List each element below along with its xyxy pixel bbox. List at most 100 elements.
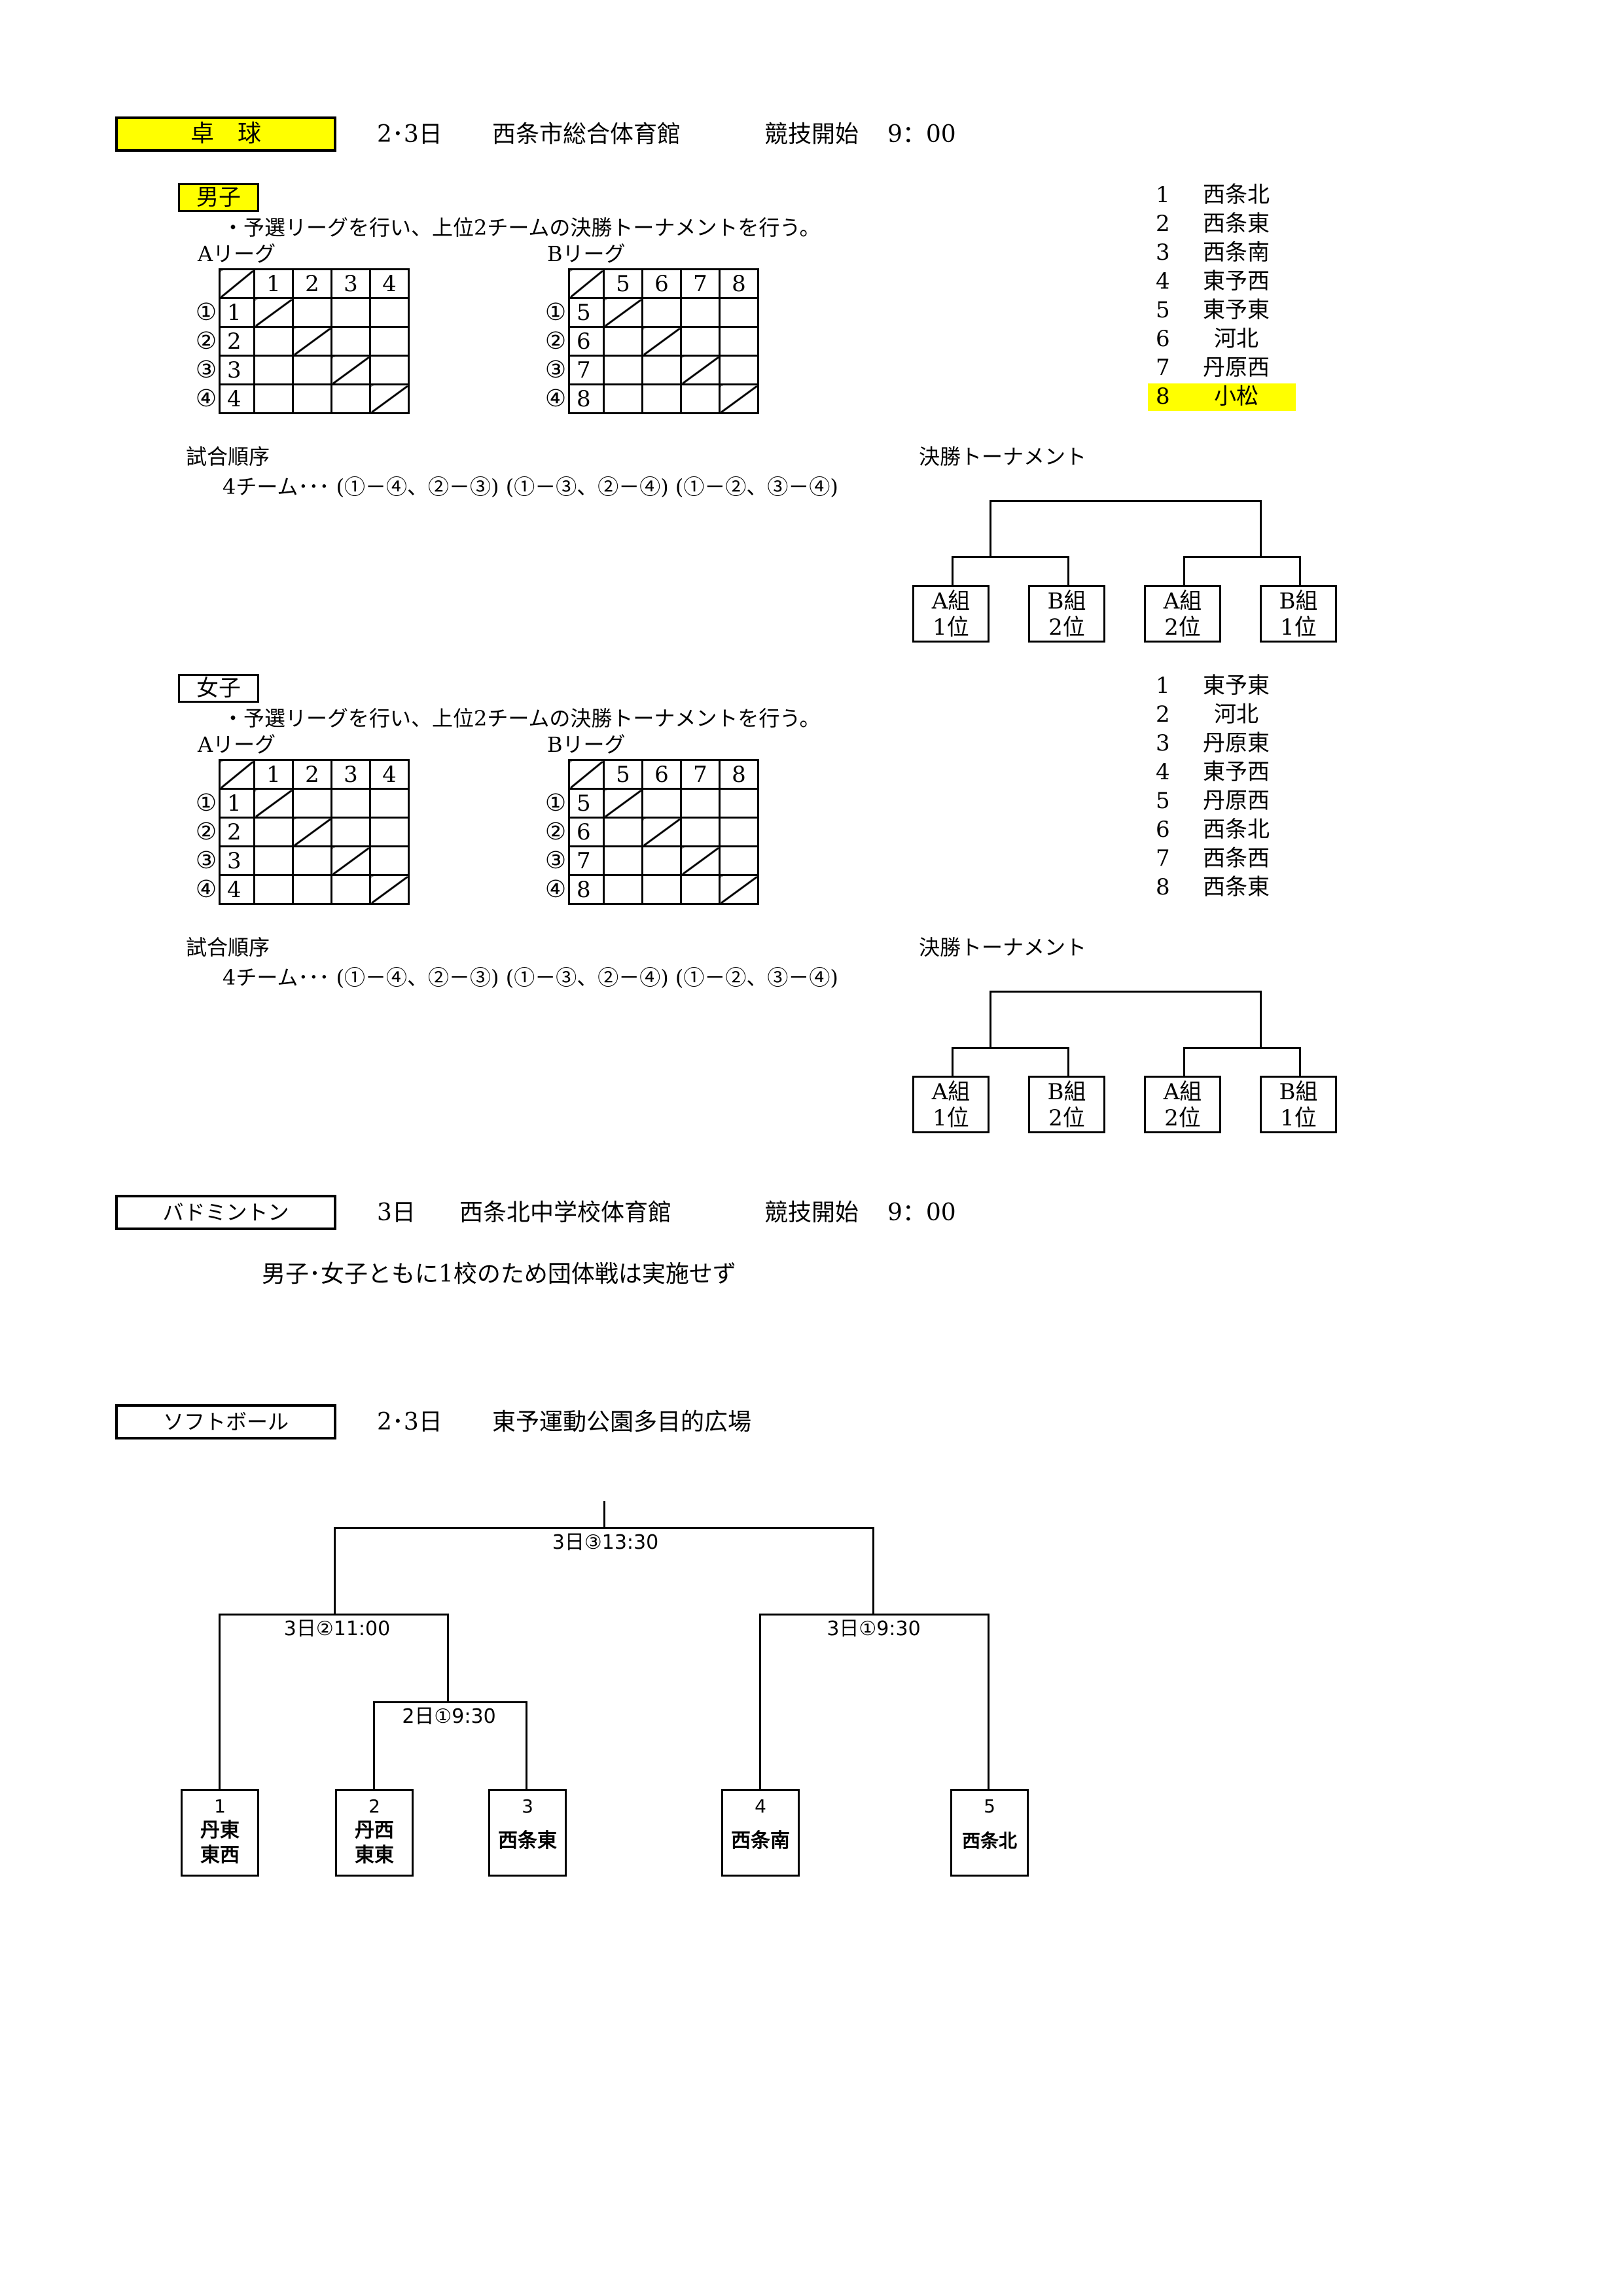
girls-tag: 女子	[178, 674, 259, 703]
sb-team-box: 4 西条南	[721, 1789, 800, 1877]
team-number: 1	[1156, 673, 1170, 699]
final-slot-rank: 2位	[1164, 614, 1201, 641]
sb-team-box: 5 西条北	[950, 1789, 1029, 1877]
column-header: 3	[330, 268, 371, 299]
team-number: 3	[1156, 239, 1170, 266]
diagonal-cell	[330, 845, 371, 876]
result-cell	[641, 355, 682, 385]
row-number-blank	[194, 270, 220, 298]
corner-cell	[219, 759, 255, 790]
diagonal-cell	[641, 326, 682, 357]
row-team-id: 1	[219, 788, 255, 819]
sb-team-name: 東西	[200, 1844, 240, 1867]
tt-venue: 西条市総合体育館	[492, 121, 681, 148]
result-cell	[330, 383, 371, 414]
row-team-id: 8	[568, 874, 605, 905]
bracket-line	[990, 991, 1262, 993]
team-name: 西条西	[1203, 845, 1270, 872]
column-header: 4	[369, 759, 410, 790]
column-header: 5	[603, 268, 643, 299]
bd-date: 3日	[377, 1199, 416, 1226]
team-number: 6	[1156, 326, 1170, 352]
diagonal-cell	[680, 845, 721, 876]
column-header: 7	[680, 268, 721, 299]
row-number: ④	[195, 875, 217, 903]
result-cell	[603, 355, 643, 385]
row-team-id: 5	[568, 297, 605, 328]
result-cell	[253, 383, 294, 414]
result-cell	[641, 874, 682, 905]
row-team-id: 3	[219, 845, 255, 876]
final-slot-group: B組	[1047, 588, 1086, 614]
result-cell	[603, 817, 643, 847]
bracket-line	[1183, 556, 1301, 558]
row-team-id: 7	[568, 355, 605, 385]
result-cell	[330, 326, 371, 357]
result-cell	[292, 383, 332, 414]
team-name: 西条東	[1203, 211, 1270, 237]
boys-note: ・予選リーグを行い、上位2チームの決勝トーナメントを行う。	[223, 215, 821, 240]
team-name: 河北	[1214, 701, 1258, 728]
final-slot-rank: 1位	[1280, 1105, 1317, 1131]
result-cell	[369, 326, 410, 357]
sb-team-box: 3 西条東	[488, 1789, 567, 1877]
girls-tag-label: 女子	[196, 675, 241, 701]
bracket-line	[1183, 1047, 1301, 1049]
sb-semi-left-label: 3日②11:00	[283, 1617, 391, 1640]
result-cell	[253, 355, 294, 385]
boys-league-b-label: Bリーグ	[547, 241, 626, 266]
column-header: 8	[719, 268, 759, 299]
row-number: ①	[544, 789, 567, 817]
team-name: 東予東	[1203, 673, 1270, 699]
bracket-line	[1299, 556, 1301, 586]
diagonal-cell	[719, 383, 759, 414]
sb-team-box: 2 丹西 東東	[335, 1789, 414, 1877]
final-slot-group: B組	[1279, 1079, 1318, 1105]
team-number: 8	[1156, 874, 1170, 900]
result-cell	[253, 326, 294, 357]
boys-final-label: 決勝トーナメント	[919, 444, 1087, 469]
result-cell	[292, 845, 332, 876]
result-cell	[369, 355, 410, 385]
sb-team-num: 2	[368, 1795, 380, 1817]
softball-header: ソフトボール	[115, 1404, 336, 1439]
team-name: 西条北	[1203, 182, 1270, 208]
sb-semi-right-label: 3日①9:30	[827, 1617, 921, 1640]
team-number: 2	[1156, 211, 1170, 237]
result-cell	[641, 383, 682, 414]
result-cell	[603, 874, 643, 905]
result-cell	[680, 788, 721, 819]
sb-team-name: 東東	[355, 1844, 394, 1867]
girls-note: ・予選リーグを行い、上位2チームの決勝トーナメントを行う。	[223, 706, 821, 731]
row-number: ④	[544, 875, 567, 903]
team-number: 2	[1156, 701, 1170, 728]
result-cell	[253, 817, 294, 847]
row-number: ③	[544, 356, 567, 383]
bracket-line	[1183, 1047, 1185, 1077]
result-cell	[719, 817, 759, 847]
diagonal-cell	[641, 817, 682, 847]
sb-team-name: 丹西	[355, 1819, 394, 1842]
row-team-id: 2	[219, 817, 255, 847]
row-team-id: 7	[568, 845, 605, 876]
row-number-blank	[543, 270, 569, 298]
final-slot-rank: 1位	[933, 1105, 969, 1131]
girls-order-label: 試合順序	[186, 935, 270, 960]
